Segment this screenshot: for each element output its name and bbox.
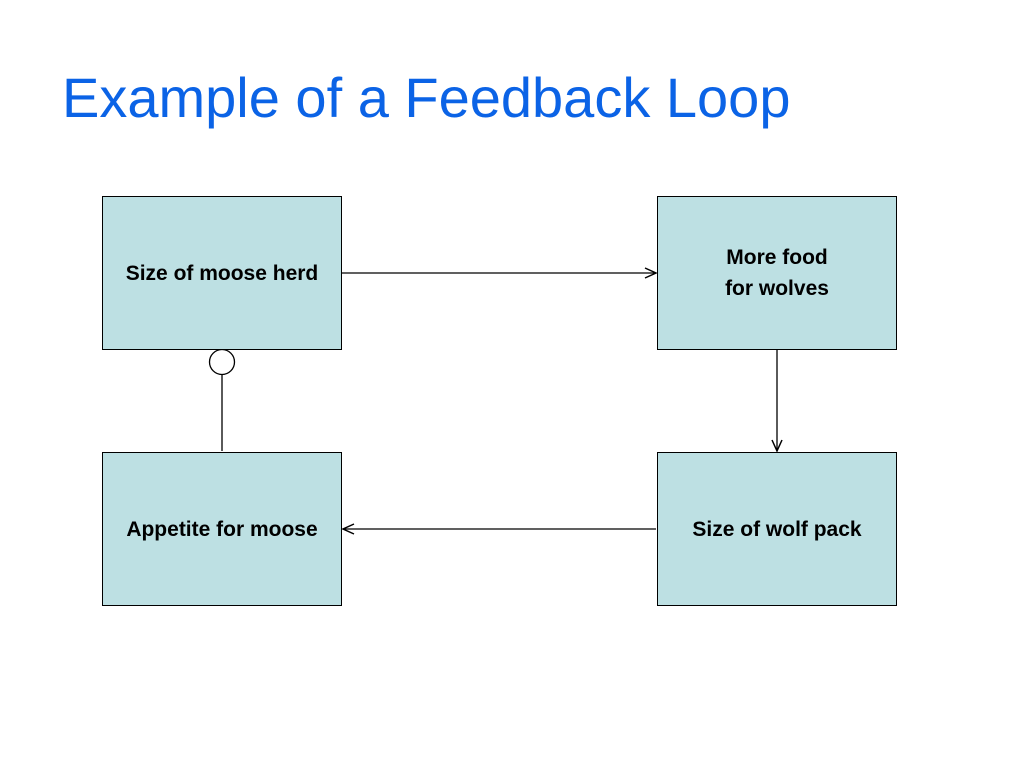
negative-link-circle-icon — [208, 348, 236, 376]
node-label: More food for wolves — [725, 246, 829, 300]
node-size-of-wolf-pack: Size of wolf pack — [657, 452, 897, 606]
node-label: Appetite for moose — [126, 517, 318, 541]
arrowhead-right-icon — [644, 267, 658, 279]
node-label: Size of wolf pack — [692, 517, 862, 541]
node-appetite-for-moose: Appetite for moose — [102, 452, 342, 606]
edge-food-to-wolf-pack — [771, 350, 783, 453]
node-more-food-for-wolves: More food for wolves — [657, 196, 897, 350]
edge-appetite-to-moose-herd — [208, 348, 236, 451]
edge-wolf-pack-to-appetite — [341, 523, 656, 535]
arrowhead-left-icon — [341, 523, 355, 535]
arrowhead-down-icon — [771, 439, 783, 453]
slide-title: Example of a Feedback Loop — [62, 66, 791, 129]
edge-moose-herd-to-food — [342, 267, 658, 279]
node-label: Size of moose herd — [125, 261, 319, 285]
node-size-of-moose-herd: Size of moose herd — [102, 196, 342, 350]
